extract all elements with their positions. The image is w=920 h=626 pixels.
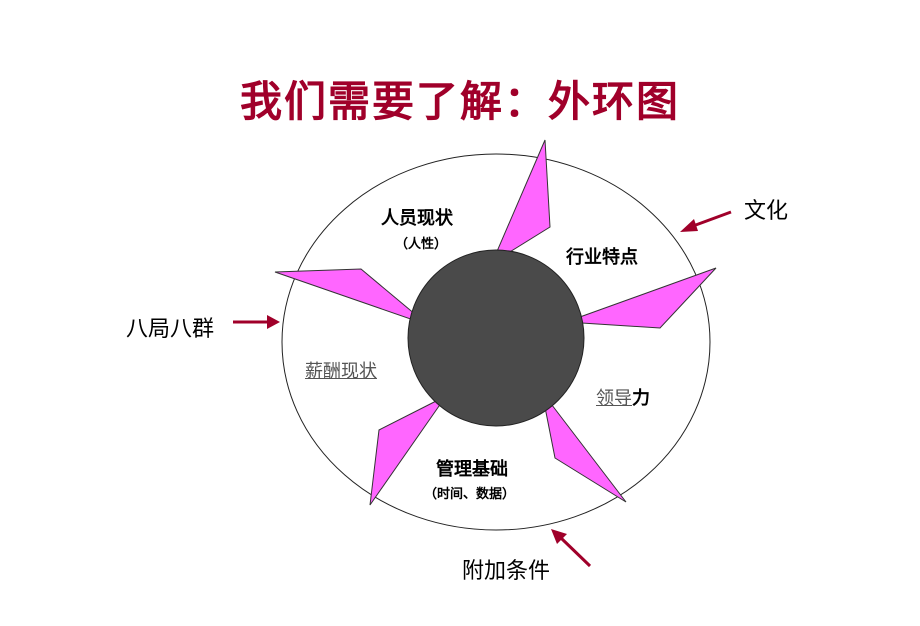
arrow-conditions: [551, 529, 592, 568]
label-leadership-rest: 力: [632, 388, 650, 409]
petal-bottom-left: [369, 395, 447, 506]
label-leadership: 领导力: [596, 384, 650, 410]
petal-top: [490, 139, 551, 265]
label-personnel-sub: （人性）: [395, 237, 448, 252]
arrow-culture: [680, 210, 732, 232]
label-management-sub: （时间、数据）: [424, 487, 516, 502]
label-eight-bureaus: 八局八群: [126, 317, 215, 342]
label-culture: 文化: [744, 199, 789, 224]
label-management: 管理基础: [436, 459, 508, 480]
arrow-eight: [233, 315, 280, 329]
core-circle: [407, 249, 585, 427]
label-personnel: 人员现状: [381, 208, 453, 229]
label-industry: 行业特点: [566, 247, 638, 268]
page-title: 我们需要了解：外环图: [239, 77, 680, 126]
label-leadership-underlined: 领导: [596, 388, 632, 409]
petal-right: [565, 267, 717, 329]
outer-ring: [281, 153, 711, 531]
petal-left: [274, 268, 429, 326]
label-salary: 薪酬现状: [305, 361, 377, 382]
petal-bottom-right: [541, 391, 627, 503]
label-additional-conditions: 附加条件: [462, 559, 551, 584]
